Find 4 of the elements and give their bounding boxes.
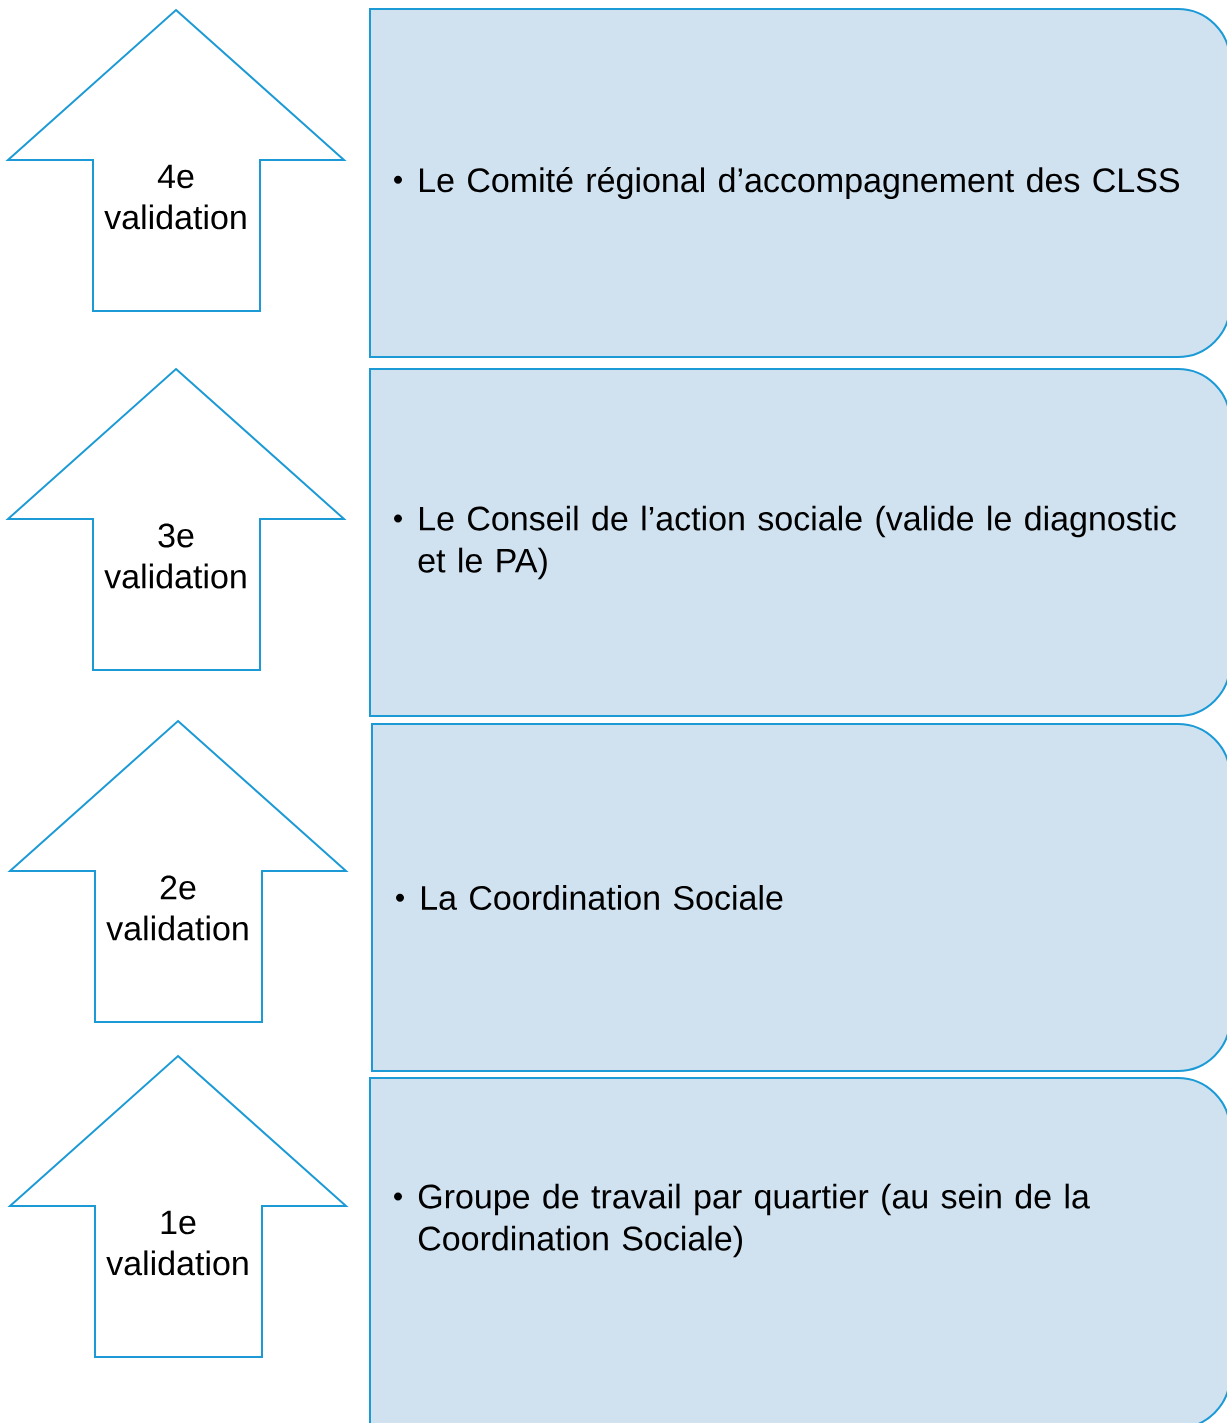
text-box: Le Comité régional d’accompagnement des CLSS (369, 8, 1227, 358)
text-box: Groupe de travail par quartier (au sein de la Coordination Sociale) (369, 1077, 1227, 1423)
text-box: Le Conseil de l’action sociale (valide le diagnostic et le PA) (369, 368, 1227, 717)
text-box: La Coordination Sociale (371, 723, 1227, 1072)
